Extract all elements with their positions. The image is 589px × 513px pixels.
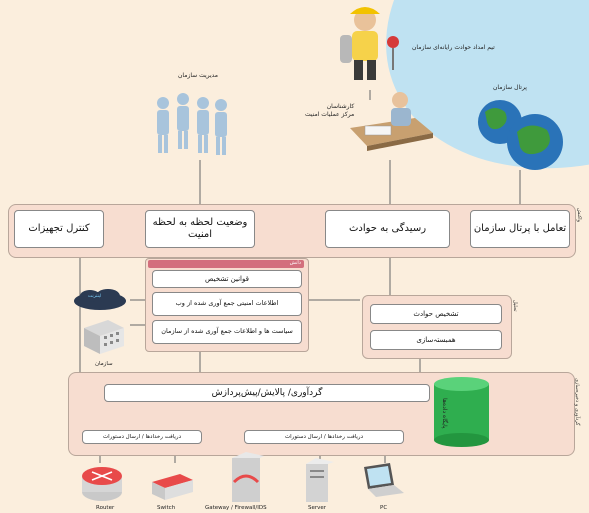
router-icon bbox=[82, 467, 122, 501]
reaction-side-label: واکنش bbox=[576, 208, 582, 223]
device-label-firewall: Gateway / Firewall/IDS bbox=[205, 505, 267, 511]
device-label-switch: Switch bbox=[157, 505, 176, 511]
device-label-pc: PC bbox=[380, 505, 388, 511]
expert-desk-icon bbox=[350, 92, 433, 151]
analysis-side-label: تحلیل bbox=[512, 300, 518, 312]
portal-interaction-box: تعامل با پرتال سازمان bbox=[470, 210, 570, 248]
receive-events-right-box: دریافت رخدادها / ارسال دستورات bbox=[244, 430, 404, 444]
organization-building-icon bbox=[84, 320, 124, 354]
knowledge-header-bar: دانش bbox=[148, 260, 304, 268]
management-people-icon bbox=[157, 93, 227, 155]
web-security-info-box: اطلاعات امنیتی جمع آوری شده از وب bbox=[152, 292, 302, 316]
internet-cloud-icon bbox=[74, 289, 126, 310]
device-label-server: Server bbox=[308, 505, 327, 511]
org-policies-box: سیاست ها و اطلاعات جمع آوری شده از سازما… bbox=[152, 320, 302, 344]
equipment-control-box: کنترل تجهیزات bbox=[14, 210, 104, 248]
management-label: مدیریت سازمان bbox=[178, 72, 219, 79]
laptop-icon bbox=[364, 463, 404, 497]
knowledge-header: دانش bbox=[289, 260, 301, 266]
incident-team-label: تیم امداد حوادث رایانه‌ای سازمان bbox=[412, 44, 495, 51]
collection-side-label: گردآوری و ذخیره‌سازی bbox=[574, 378, 580, 426]
switch-icon bbox=[152, 474, 193, 500]
experts-label: کارشناسان مرکز عملیات امنیت bbox=[305, 103, 354, 119]
device-label-router: Router bbox=[96, 505, 115, 511]
portal-label: پرتال سازمان bbox=[493, 84, 527, 91]
receive-events-left-box: دریافت رخدادها / ارسال دستورات bbox=[82, 430, 202, 444]
experts-label-text: کارشناسان مرکز عملیات امنیت bbox=[305, 103, 355, 118]
incident-handling-box: رسیدگی به حوادث bbox=[325, 210, 450, 248]
firewall-icon bbox=[232, 452, 264, 502]
incident-detection-box: تشخیص حوادث bbox=[370, 304, 502, 324]
detection-rules-box: قوانین تشخیص bbox=[152, 270, 302, 288]
database-label: پایگاه داده‌ها bbox=[441, 398, 448, 429]
organization-label: سازمان bbox=[95, 361, 113, 367]
correlation-box: همبستہ‌سازی bbox=[370, 330, 502, 350]
security-status-box: وضعیت لحظه به لحظه امنیت bbox=[145, 210, 255, 248]
internet-label: اینترنت bbox=[88, 294, 102, 299]
globe-icon bbox=[478, 100, 563, 170]
database-icon bbox=[434, 377, 489, 447]
collection-preprocess-box: گردآوری/ پالایش/پیش‌پردازش bbox=[104, 384, 430, 402]
firefighter-icon bbox=[340, 7, 399, 80]
server-icon bbox=[306, 458, 334, 502]
